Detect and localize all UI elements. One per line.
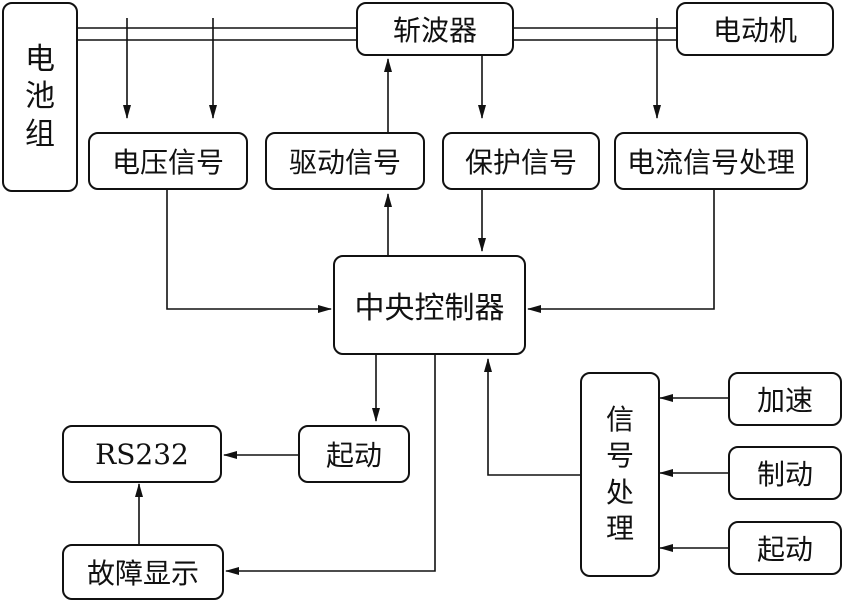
signal-processing-char-2: 号 (605, 439, 634, 473)
start-input-label: 起动 (756, 533, 813, 566)
start-output-label: 起动 (325, 439, 382, 472)
current-processing-block: 电流信号处理 (614, 132, 808, 190)
drive-signal-block: 驱动信号 (265, 132, 425, 190)
start-output-block: 起动 (298, 425, 410, 483)
protection-signal-label: 保护信号 (464, 146, 577, 179)
chopper-label: 斩波器 (392, 14, 477, 47)
voltage-to-controller (166, 190, 332, 313)
battery-label-char-2: 池 (25, 79, 55, 115)
battery-label-char-3: 组 (25, 116, 55, 152)
accelerate-block: 加速 (728, 372, 842, 426)
fault-display-label: 故障显示 (86, 557, 199, 590)
signal-processing-block: 信 号 处 理 (580, 372, 660, 577)
motor-label: 电动机 (712, 14, 797, 47)
signal-processing-char-4: 理 (605, 511, 634, 545)
brake-block: 制动 (728, 446, 842, 500)
central-controller-block: 中央控制器 (333, 255, 526, 355)
chopper-block: 斩波器 (356, 2, 514, 56)
accelerate-label: 加速 (756, 384, 813, 417)
battery-label-char-1: 电 (25, 41, 55, 77)
start-input-block: 起动 (728, 521, 842, 575)
current-processing-label: 电流信号处理 (626, 146, 795, 179)
voltage-signal-label: 电压信号 (111, 146, 224, 179)
rs232-label: RS232 (95, 437, 189, 471)
controller-to-fault (225, 355, 436, 575)
motor-block: 电动机 (676, 2, 834, 56)
current-to-controller (527, 190, 715, 313)
signalproc-to-controller (484, 358, 580, 476)
voltage-signal-block: 电压信号 (88, 132, 248, 190)
drive-signal-label: 驱动信号 (288, 146, 401, 179)
central-controller-label: 中央控制器 (354, 291, 505, 326)
signal-processing-char-1: 信 (605, 402, 634, 436)
fault-display-block: 故障显示 (62, 544, 224, 600)
protection-signal-block: 保护信号 (442, 132, 600, 190)
battery-block: 电 池 组 (2, 2, 78, 192)
signal-processing-char-3: 处 (605, 475, 634, 509)
brake-label: 制动 (756, 458, 813, 491)
rs232-block: RS232 (62, 425, 222, 483)
